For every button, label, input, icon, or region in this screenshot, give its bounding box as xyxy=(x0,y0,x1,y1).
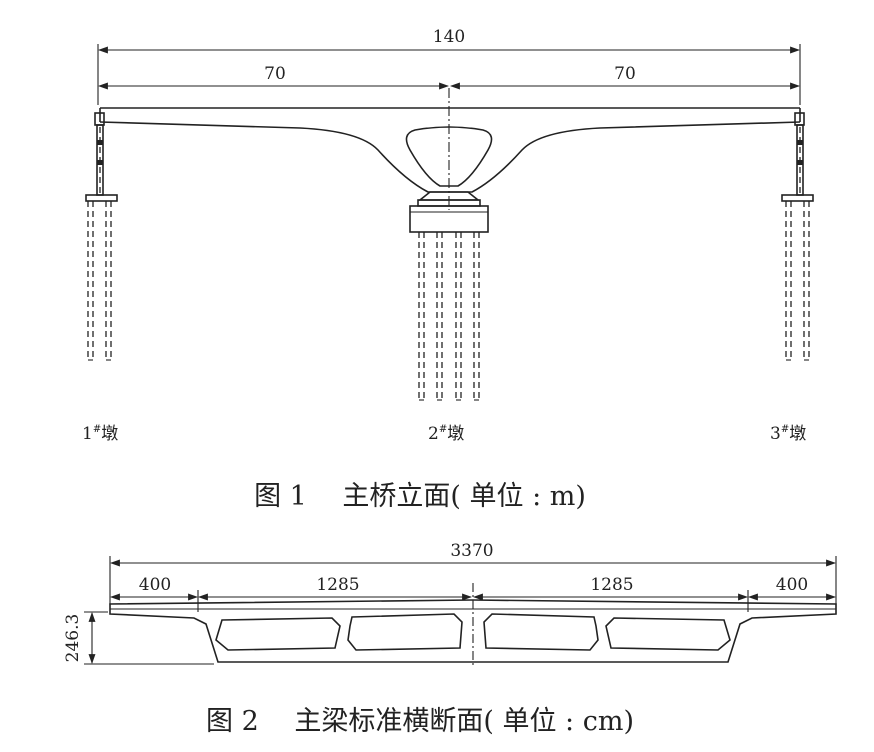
pier1-label: 1#墩 xyxy=(82,424,118,444)
dimension-total-span: 140 xyxy=(97,27,801,105)
left-span-label: 70 xyxy=(264,64,286,84)
total-width-label: 3370 xyxy=(450,541,493,561)
total-span-label: 140 xyxy=(433,27,465,47)
pier2-label: 2#墩 xyxy=(428,424,464,444)
pier2-cap xyxy=(409,191,489,233)
pier2-piles xyxy=(418,232,480,401)
section-outline xyxy=(109,599,837,663)
left-half-label: 1285 xyxy=(316,575,359,595)
left-cant-label: 400 xyxy=(139,575,171,595)
pier3 xyxy=(781,112,814,361)
right-half-label: 1285 xyxy=(590,575,633,595)
figure1-caption: 图 1 主桥立面( 单位 : m) xyxy=(254,481,586,512)
figure2-caption: 图 2 主梁标准横断面( 单位 : cm) xyxy=(206,706,634,737)
figure2-cross-section: 3370 400 1285 1285 400 246.3 xyxy=(63,541,837,737)
girder-deck xyxy=(99,107,801,193)
pier1 xyxy=(85,112,118,361)
figure1-elevation: 140 70 70 xyxy=(82,27,814,512)
height-label: 246.3 xyxy=(63,614,83,663)
pier3-label: 3#墩 xyxy=(770,424,806,444)
right-span-label: 70 xyxy=(614,64,636,84)
dimension-total-width: 3370 xyxy=(109,541,837,605)
dimension-segments: 400 1285 1285 400 xyxy=(110,575,836,612)
dimension-height: 246.3 xyxy=(63,611,214,665)
right-cant-label: 400 xyxy=(776,575,808,595)
section-cells xyxy=(215,613,731,651)
dimension-half-spans: 70 70 xyxy=(98,64,800,90)
